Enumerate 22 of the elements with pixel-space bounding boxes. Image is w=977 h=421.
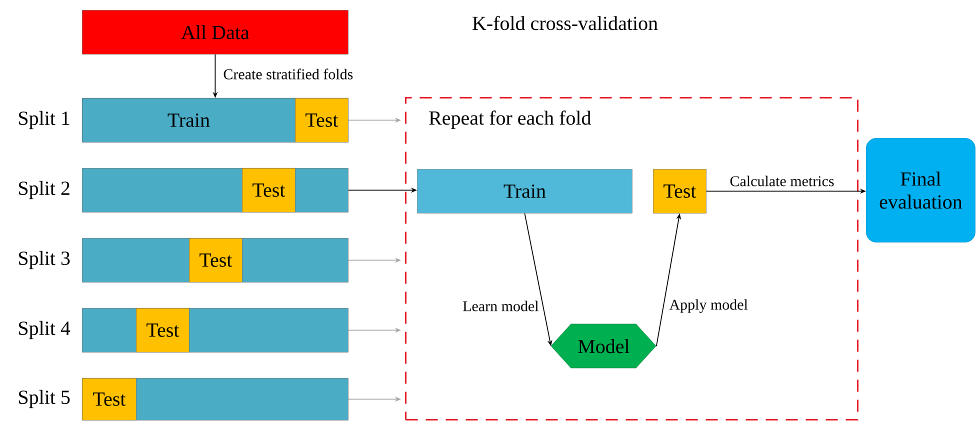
test-segment: Test — [136, 308, 190, 352]
edge-label: Create stratified folds — [222, 68, 354, 80]
train-segment: Train — [82, 98, 296, 142]
edge-label: Calculate metrics — [728, 174, 836, 188]
evaluation-box: Final evaluation — [866, 138, 976, 242]
split-label: Split 3 — [19, 250, 70, 270]
edge-label: Apply model — [668, 298, 749, 314]
test-segment: Test — [189, 238, 242, 282]
data-box: All Data — [82, 10, 348, 54]
test-segment: Test — [82, 378, 136, 420]
split-label: Split 1 — [19, 110, 70, 130]
frame-heading: Repeat for each fold — [429, 110, 592, 129]
split-label: Split 5 — [19, 390, 70, 408]
test-segment: Test — [295, 98, 348, 142]
title: K-fold cross-validation — [472, 16, 658, 30]
test-segment: Test — [242, 168, 296, 212]
split-label: Split 2 — [19, 180, 70, 200]
edge-label: Learn model — [462, 300, 540, 312]
split-label: Split 4 — [19, 320, 70, 340]
train-box: Train — [417, 169, 632, 214]
model-hexagon: Model — [550, 324, 656, 368]
test-segment: Test — [653, 169, 706, 214]
